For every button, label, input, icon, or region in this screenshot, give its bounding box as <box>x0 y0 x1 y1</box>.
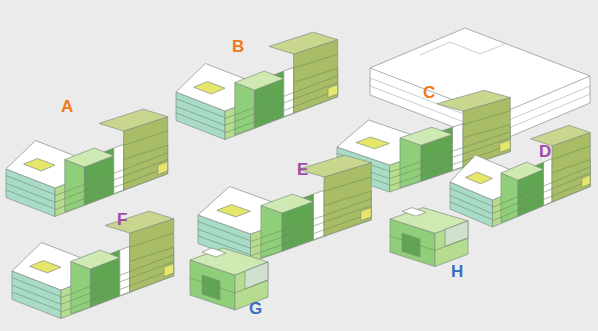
building-e <box>198 155 371 262</box>
building-label: E <box>297 161 308 178</box>
building-label: G <box>249 300 262 317</box>
building-d <box>450 125 590 227</box>
building-label: F <box>117 211 127 228</box>
building-label: C <box>423 84 435 101</box>
building-a <box>6 109 168 216</box>
building-label: A <box>61 98 73 115</box>
building-label: D <box>539 143 551 160</box>
building-f <box>12 211 174 318</box>
building-label: B <box>232 38 244 55</box>
building-h <box>390 208 468 267</box>
building-b <box>176 32 338 139</box>
building-label: H <box>451 263 463 280</box>
